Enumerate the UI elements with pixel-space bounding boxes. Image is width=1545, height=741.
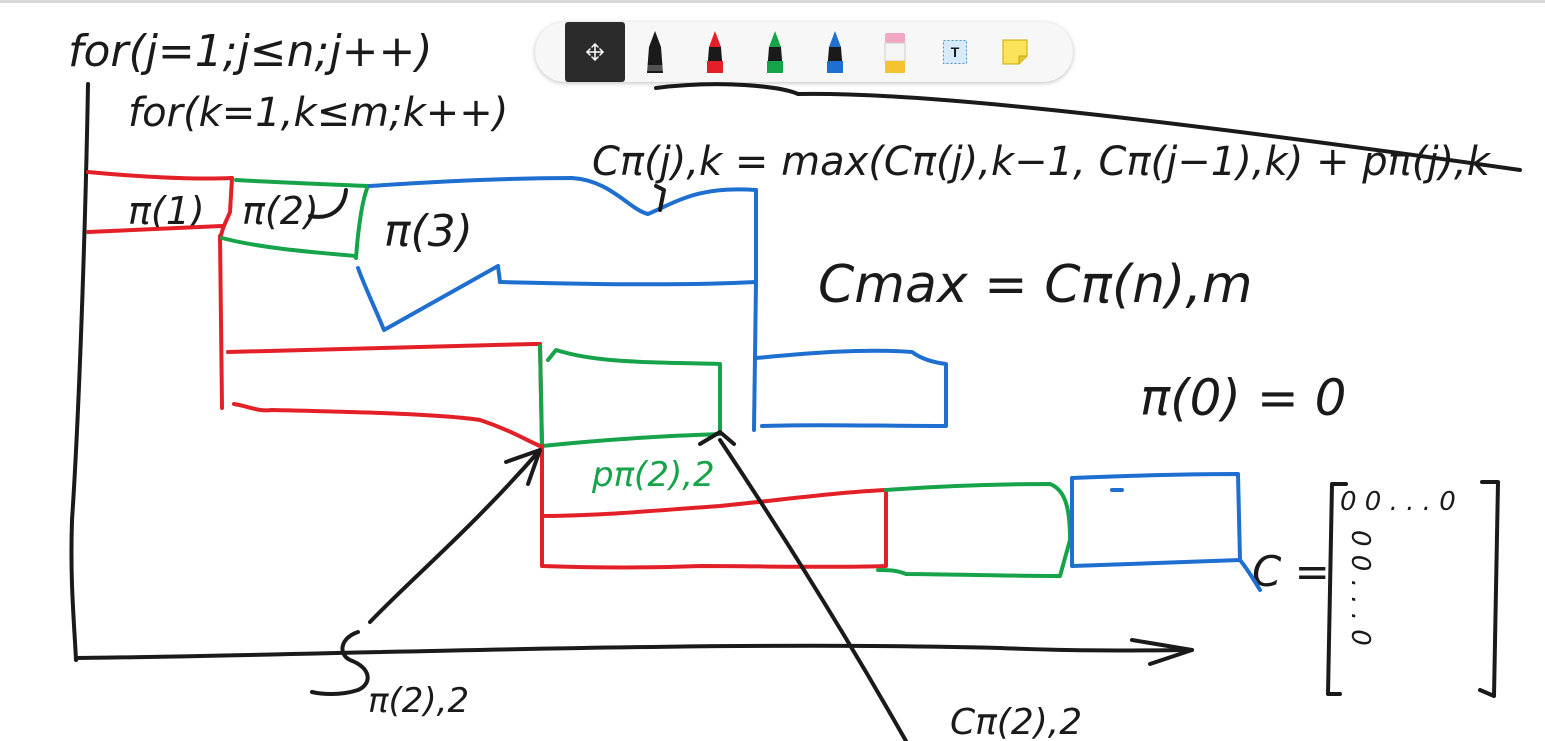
sticky-note-icon — [1001, 38, 1029, 66]
ink-blue-row1-bottom — [498, 280, 758, 287]
ink-recurrence-underline — [654, 82, 1522, 172]
ink-matrix-row: 0 0 . . . 0 — [1340, 487, 1456, 517]
ink-loop-j: for(j=1;j≤n;j++) — [68, 26, 433, 77]
ink-pi3-label: π(3) — [384, 206, 473, 257]
ink-arrow-completion — [698, 430, 908, 741]
ink-matrix-left-bracket — [1326, 482, 1348, 696]
ink-p-label: pπ(2),2 — [591, 455, 715, 495]
ink-loop-k: for(k=1,k≤m;k++) — [128, 90, 508, 136]
ink-red-row3 — [540, 444, 888, 570]
ink-cmax: Cmax = Cπ(n),m — [818, 255, 1253, 315]
ink-blue-row1-jag — [356, 264, 502, 332]
ink-brace-start — [310, 630, 370, 696]
ink-green-row2-box — [538, 344, 722, 448]
move-arrows-icon — [585, 42, 605, 62]
ink-red-row1-bottom — [86, 224, 224, 234]
pen-black-icon — [641, 29, 669, 75]
ink-red-row2-bottom — [232, 402, 542, 448]
ink-pi-zero: π(0) = 0 — [1140, 369, 1346, 427]
ink-green-row1-right — [354, 184, 370, 260]
move-tool-button[interactable] — [565, 22, 625, 82]
ink-blue-row2-box — [752, 280, 948, 432]
ink-red-row2-top — [226, 342, 542, 354]
window-top-edge — [0, 0, 1545, 3]
ink-red-row1-right — [218, 176, 234, 242]
highlighter-icon — [881, 29, 909, 75]
ink-blue-row3 — [1070, 472, 1262, 592]
pen-blue-icon — [821, 29, 849, 75]
ink-pi2-label: π(2) — [242, 189, 319, 233]
ink-blue-row1-top — [368, 176, 758, 216]
pen-black-button[interactable] — [625, 22, 685, 82]
text-box-icon: T — [942, 39, 968, 65]
pen-green-icon — [761, 29, 789, 75]
pen-red-button[interactable] — [685, 22, 745, 82]
drawing-toolbar: T — [535, 22, 1073, 82]
ink-green-row1-bottom — [220, 236, 358, 258]
pen-blue-button[interactable] — [805, 22, 865, 82]
ink-matrix-right-bracket — [1478, 480, 1500, 698]
ink-red-row1-top — [86, 170, 234, 181]
ink-matrix-col: 0 0 . . . 0 — [1345, 530, 1375, 646]
ink-green-row1-top — [234, 178, 370, 188]
ink-start-label: π(2),2 — [368, 681, 469, 721]
ink-x-axis — [74, 643, 1194, 660]
svg-text:T: T — [951, 44, 960, 60]
pen-red-icon — [701, 29, 729, 75]
ink-c-label: Cπ(2),2 — [950, 702, 1082, 741]
pen-green-button[interactable] — [745, 22, 805, 82]
ink-green-hook — [308, 188, 348, 219]
ink-recurrence-arrow — [654, 184, 666, 212]
highlighter-button[interactable] — [865, 22, 925, 82]
ink-green-row3 — [876, 482, 1072, 578]
ink-x-axis-arrow-head — [1130, 638, 1194, 666]
ink-arrow-to-start — [368, 448, 542, 624]
ink-red-drop — [218, 234, 224, 410]
ink-y-axis — [69, 82, 90, 662]
sticky-note-button[interactable] — [985, 22, 1045, 82]
text-tool-button[interactable]: T — [925, 22, 985, 82]
ink-matrix-eq: C = — [1252, 547, 1330, 596]
